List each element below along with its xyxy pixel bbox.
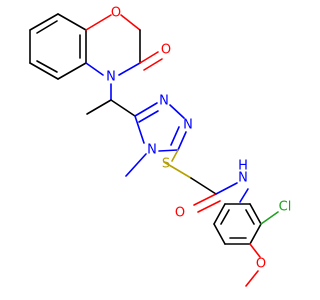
atom-methoxy-oxygen: O bbox=[256, 257, 266, 272]
bond-ethyl-triazole bbox=[110, 99, 136, 117]
bond-methoxy-methyl bbox=[245, 270, 259, 287]
bond-aryl-4 bbox=[249, 223, 262, 245]
bond-aryl-double-3 bbox=[245, 209, 255, 225]
atom-amide-hydrogen: H bbox=[238, 159, 248, 174]
bond-ring-o-right bbox=[120, 14, 141, 31]
bond-n4-c5 bbox=[134, 115, 145, 144]
bond-aryl-double-1 bbox=[220, 209, 230, 225]
bond-lactam-co-1 bbox=[139, 51, 159, 64]
bond-aryl-5 bbox=[249, 203, 262, 225]
bond-n-benz bbox=[85, 62, 104, 76]
bond-methoxy-o bbox=[249, 243, 261, 258]
atom-lactam-nitrogen: N bbox=[106, 70, 116, 85]
atom-lactam-oxygen: O bbox=[161, 43, 171, 58]
bond-c5-n1 bbox=[134, 102, 158, 117]
bond-benz-double-2 bbox=[36, 60, 58, 73]
atom-triazole-n4: N bbox=[147, 143, 157, 158]
bond-ethyl-methyl bbox=[86, 99, 112, 115]
bond-benz-2 bbox=[29, 62, 59, 80]
atom-amide-oxygen: O bbox=[175, 206, 185, 221]
bond-cl bbox=[260, 211, 279, 225]
molecule-canvas: O O N N N N S O N H Cl O bbox=[29, 5, 292, 287]
bond-benz-3 bbox=[57, 62, 87, 80]
bond-ring-o-left bbox=[85, 14, 112, 31]
bond-n1-n2 bbox=[169, 104, 185, 119]
atom-amide-nitrogen: N bbox=[238, 171, 248, 186]
bond-n-aryl bbox=[239, 188, 249, 203]
bond-lactam-co-2 bbox=[143, 58, 163, 71]
bond-ch2-amide bbox=[190, 177, 217, 195]
bond-benz-6 bbox=[29, 13, 59, 31]
bond-amide-n bbox=[215, 182, 238, 195]
bond-c3-n4 bbox=[158, 149, 179, 152]
bond-c3-s bbox=[171, 149, 179, 162]
bond-benz-double-1 bbox=[36, 20, 58, 34]
bond-benz-5 bbox=[57, 13, 87, 31]
atom-chlorine: Cl bbox=[279, 200, 292, 215]
bond-aryl-1 bbox=[213, 203, 226, 225]
bond-amide-co-2 bbox=[197, 200, 221, 213]
bond-c5-n1-double bbox=[138, 110, 159, 123]
bond-s-ch2 bbox=[163, 161, 192, 179]
molecule-structure: O O N N N N S O N H Cl O bbox=[29, 6, 292, 287]
atom-triazole-n2: N bbox=[183, 118, 193, 133]
bond-co-n bbox=[118, 62, 141, 76]
atom-ring-oxygen: O bbox=[111, 6, 121, 21]
atom-sulfur: S bbox=[162, 157, 170, 172]
bond-n2-c3-double bbox=[170, 126, 180, 146]
atom-triazole-n1: N bbox=[159, 94, 169, 109]
bond-aryl-2 bbox=[213, 223, 226, 245]
bond-n2-c3 bbox=[177, 131, 187, 151]
bond-amide-co-1 bbox=[193, 193, 217, 206]
bond-n4-methyl bbox=[125, 153, 147, 177]
